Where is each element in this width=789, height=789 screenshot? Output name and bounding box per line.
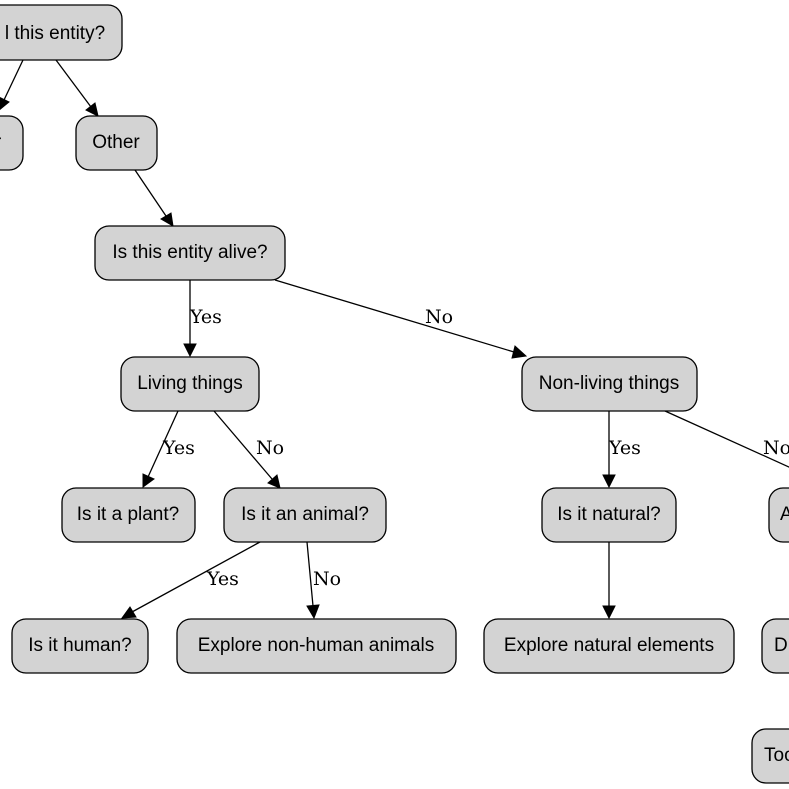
node-right-partial-too-label: Too — [764, 745, 789, 766]
edge-animal-to-nonhuman — [306, 541, 320, 620]
edge-other-to-alive — [134, 169, 174, 227]
node-root-label: l this entity? — [5, 23, 105, 44]
node-left-partial-label: r — [0, 132, 2, 153]
node-other: Other — [75, 115, 158, 171]
node-plant-question-label: Is it a plant? — [77, 504, 179, 525]
node-natural-elements: Explore natural elements — [483, 618, 735, 674]
node-non-human-animals-label: Explore non-human animals — [198, 635, 435, 656]
node-living-things-label: Living things — [137, 373, 243, 394]
node-natural-question: Is it natural? — [541, 487, 677, 543]
node-alive-question-label: Is this entity alive? — [112, 242, 267, 263]
node-other-label: Other — [92, 132, 140, 153]
node-right-partial-a: A — [768, 487, 789, 543]
node-right-partial-d-label: D — [774, 635, 788, 656]
edge-label-nonliving-no: No — [763, 437, 789, 459]
node-non-living-things-label: Non-living things — [539, 373, 679, 394]
edge-living-to-animal — [213, 410, 281, 489]
node-natural-elements-label: Explore natural elements — [504, 635, 714, 656]
node-left-partial: r — [0, 115, 24, 171]
edge-label-animal-no: No — [313, 568, 341, 590]
edge-root-to-other — [55, 59, 99, 117]
edge-label-nonliving-yes: Yes — [608, 437, 641, 459]
edge-label-living-no: No — [256, 437, 284, 459]
edge-animal-to-human — [120, 541, 261, 619]
node-natural-question-label: Is it natural? — [557, 504, 661, 525]
node-non-living-things: Non-living things — [521, 356, 698, 412]
node-right-partial-too: Too — [751, 728, 789, 784]
node-animal-question: Is it an animal? — [223, 487, 387, 543]
node-right-partial-d: D — [761, 618, 789, 674]
edge-nonliving-to-natural — [602, 411, 616, 489]
node-human-question: Is it human? — [11, 618, 149, 674]
node-human-question-label: Is it human? — [28, 635, 132, 656]
node-alive-question: Is this entity alive? — [94, 225, 286, 281]
node-plant-question: Is it a plant? — [61, 487, 196, 543]
edge-label-living-yes: Yes — [162, 437, 195, 459]
node-non-human-animals: Explore non-human animals — [176, 618, 457, 674]
edge-label-alive-yes: Yes — [189, 306, 222, 328]
edge-label-alive-no: No — [425, 306, 453, 328]
edge-natural-to-elements — [602, 542, 616, 620]
node-animal-question-label: Is it an animal? — [241, 504, 369, 525]
edge-living-to-plant — [142, 410, 179, 488]
edge-nonliving-to-right — [664, 410, 789, 468]
edge-alive-to-living — [183, 280, 197, 358]
node-root: l this entity? — [0, 4, 123, 61]
edge-label-animal-yes: Yes — [206, 568, 239, 590]
node-right-partial-a-label: A — [780, 504, 789, 525]
edge-alive-to-nonliving — [274, 279, 528, 359]
edge-root-to-left — [0, 59, 24, 111]
node-living-things: Living things — [120, 356, 260, 412]
